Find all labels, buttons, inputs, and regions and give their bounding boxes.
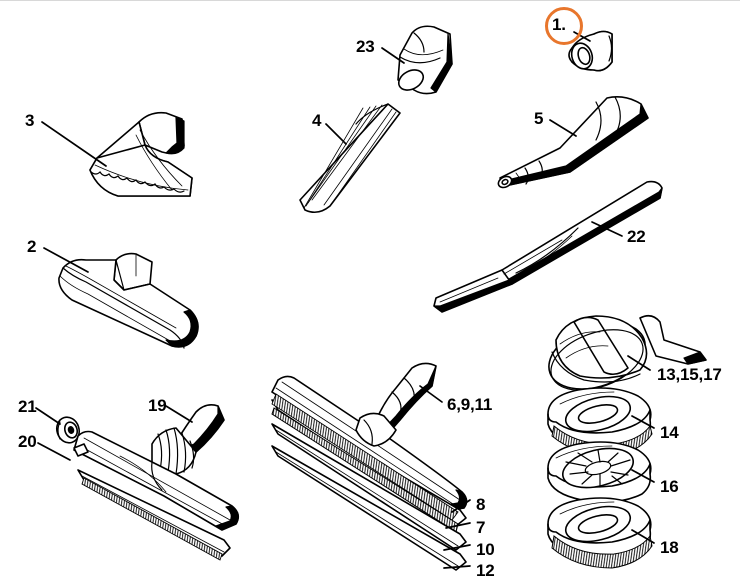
leader-8 bbox=[451, 499, 471, 513]
leader-5 bbox=[549, 119, 577, 137]
callout-18[interactable]: 18 bbox=[660, 538, 679, 557]
leader-10 bbox=[443, 544, 471, 551]
leader-12 bbox=[443, 565, 471, 569]
callout-10[interactable]: 10 bbox=[476, 540, 495, 559]
part-3-upholstery-nozzle bbox=[89, 111, 193, 197]
callout-3[interactable]: 3 bbox=[25, 111, 35, 130]
callout-4[interactable]: 4 bbox=[312, 111, 322, 130]
leader-3 bbox=[41, 121, 107, 167]
leader-21 bbox=[35, 407, 61, 425]
part-23-adapter-sleeve bbox=[397, 25, 453, 95]
top-divider-line bbox=[0, 0, 740, 1]
part-6-9-11-floor-brush-head bbox=[271, 362, 468, 571]
part-4-ribbed-crevice-tool bbox=[299, 103, 401, 214]
leader-20 bbox=[37, 442, 71, 461]
part-2-wide-floor-nozzle bbox=[58, 252, 199, 349]
part-19-20-21-swivel-neck-nozzle bbox=[55, 404, 240, 561]
leader-lines bbox=[35, 31, 655, 569]
callout-20[interactable]: 20 bbox=[18, 432, 37, 451]
part-18-round-brush-disc bbox=[547, 497, 653, 569]
callout-14[interactable]: 14 bbox=[660, 423, 679, 442]
leader-18 bbox=[631, 529, 655, 544]
callout-5[interactable]: 5 bbox=[534, 109, 544, 128]
callout-22[interactable]: 22 bbox=[627, 227, 646, 246]
leader-16 bbox=[631, 469, 655, 483]
leader-13-15-17 bbox=[627, 355, 651, 371]
callout-23[interactable]: 23 bbox=[356, 37, 375, 56]
callout-12[interactable]: 12 bbox=[476, 561, 495, 577]
part-20-insert-strip bbox=[77, 469, 231, 561]
callout-13-15-17[interactable]: 13,15,17 bbox=[657, 365, 722, 384]
part-1-highlight-ring bbox=[545, 7, 583, 45]
callout-21[interactable]: 21 bbox=[18, 397, 37, 416]
part-5-tapered-suction-wand bbox=[497, 96, 649, 189]
leader-2 bbox=[43, 247, 89, 273]
callout-16[interactable]: 16 bbox=[660, 477, 679, 496]
part-21-roller-wheel bbox=[55, 416, 81, 444]
part-16-brush-retainer-ring bbox=[547, 441, 652, 503]
leader-7 bbox=[445, 522, 471, 529]
leader-19 bbox=[165, 405, 193, 423]
part-19-swivel-neck bbox=[151, 404, 225, 475]
callout-2[interactable]: 2 bbox=[27, 237, 37, 256]
leader-4 bbox=[325, 123, 347, 145]
callout-1[interactable]: 1. bbox=[552, 15, 566, 34]
part-1-knurled-collar-nut bbox=[568, 30, 613, 72]
callout-8[interactable]: 8 bbox=[476, 495, 486, 514]
leader-22 bbox=[591, 221, 623, 237]
leader-6-9-11 bbox=[419, 385, 443, 403]
part-22-long-flat-crevice-tool bbox=[433, 180, 663, 313]
part-13-15-17-round-brush-housing bbox=[548, 314, 707, 391]
leader-14 bbox=[631, 415, 655, 429]
leader-23 bbox=[381, 47, 405, 64]
callout-6-9-11[interactable]: 6,9,11 bbox=[447, 395, 493, 414]
callout-7[interactable]: 7 bbox=[476, 518, 486, 537]
callout-19[interactable]: 19 bbox=[148, 396, 167, 415]
